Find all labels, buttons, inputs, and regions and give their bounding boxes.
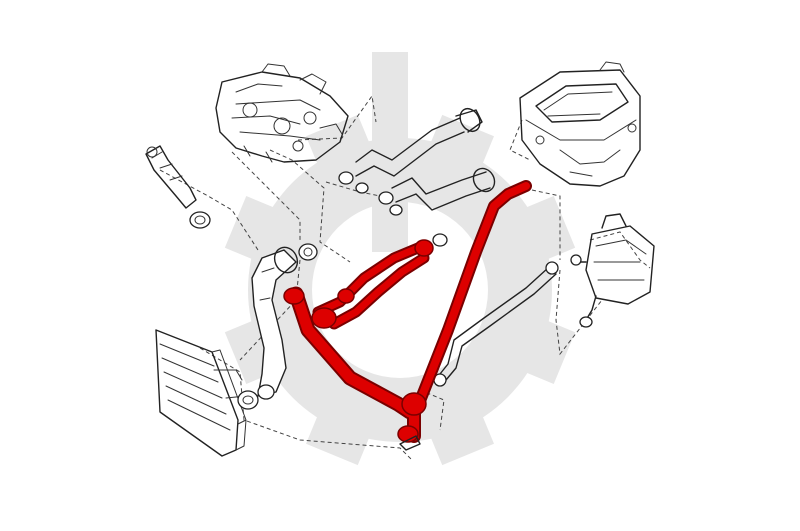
leader-line [231,151,301,242]
hose-junction [311,307,337,329]
hose-junction [337,288,355,304]
leader-line [509,119,531,161]
hose-clamp [432,233,448,247]
hose-end-clamp [399,435,421,451]
heater-box [519,61,641,187]
engine-block [215,63,349,163]
leader-line [531,189,561,260]
leader-line [589,231,651,269]
thermostat-housing [145,145,211,229]
leader-line [199,347,413,461]
heater-hose-upper [338,107,483,194]
leader-line [297,94,377,141]
heater-hose-lower [378,167,496,216]
leader-line [269,149,351,263]
upper-radiator-hose [237,243,318,410]
expansion-tank [570,213,655,328]
hose-junction [414,239,434,257]
leader-line [159,169,259,251]
coolant-hose-assembly[interactable] [283,180,532,451]
hose-junction [401,392,427,416]
hose-junction [283,287,305,305]
leader-line [239,259,301,361]
expansion-tank-hose [433,261,559,387]
